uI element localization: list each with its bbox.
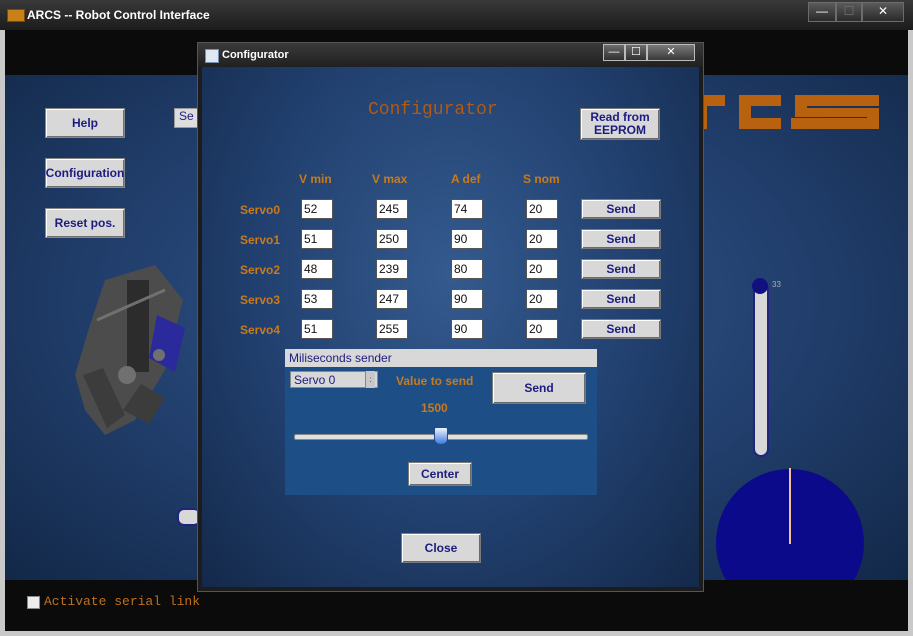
servo-row-label: Servo3 <box>240 293 281 307</box>
adef-field[interactable]: 80 <box>451 259 483 279</box>
vertical-slider[interactable] <box>753 281 769 457</box>
vmin-field[interactable]: 51 <box>301 229 333 249</box>
java-icon <box>205 49 219 63</box>
center-button[interactable]: Center <box>408 462 472 486</box>
send-button[interactable]: Send <box>581 199 661 219</box>
dialog-titlebar[interactable]: Configurator — ☐ ✕ <box>198 43 703 67</box>
serial-link-label: Activate serial link <box>44 594 201 609</box>
slider-tick-label: 33 <box>772 280 781 289</box>
robot-gripper-graphic <box>75 265 185 435</box>
vmax-field[interactable]: 247 <box>376 289 408 309</box>
servo-select[interactable]: Servo 0 <box>290 371 378 388</box>
configuration-button[interactable]: Configuration <box>45 158 125 188</box>
snom-field[interactable]: 20 <box>526 319 558 339</box>
ms-slider-thumb[interactable] <box>434 427 448 445</box>
snom-field[interactable]: 20 <box>526 229 558 249</box>
rotation-gauge[interactable] <box>715 468 865 580</box>
serial-link-checkbox[interactable] <box>27 596 40 609</box>
dialog-maximize-button[interactable]: ☐ <box>625 44 647 61</box>
adef-field[interactable]: 74 <box>451 199 483 219</box>
configurator-dialog: Configurator — ☐ ✕ Configurator Read fro… <box>197 42 704 592</box>
ms-send-button[interactable]: Send <box>492 372 586 404</box>
column-header-vmax: V max <box>372 172 408 186</box>
servo-row-label: Servo1 <box>240 233 281 247</box>
help-button[interactable]: Help <box>45 108 125 138</box>
vmax-field[interactable]: 245 <box>376 199 408 219</box>
main-titlebar[interactable]: ARCS -- Robot Control Interface — ☐ ✕ <box>0 0 913 30</box>
column-header-snom: S nom <box>523 172 560 186</box>
minimize-button[interactable]: — <box>808 2 836 22</box>
vmax-field[interactable]: 239 <box>376 259 408 279</box>
vmin-field[interactable]: 51 <box>301 319 333 339</box>
vmax-field[interactable]: 255 <box>376 319 408 339</box>
column-header-vmin: V min <box>299 172 332 186</box>
servo-row-label: Servo2 <box>240 263 281 277</box>
maximize-button[interactable]: ☐ <box>836 2 862 22</box>
arcs-logo <box>695 95 879 129</box>
snom-field[interactable]: 20 <box>526 199 558 219</box>
servo-row-label: Servo0 <box>240 203 281 217</box>
servo-row-label: Servo4 <box>240 323 281 337</box>
adef-field[interactable]: 90 <box>451 289 483 309</box>
app-icon <box>7 9 25 22</box>
ms-sender-panel: Servo 0 : Value to send 1500 Send Center <box>285 367 597 495</box>
vmin-field[interactable]: 52 <box>301 199 333 219</box>
snom-field[interactable]: 20 <box>526 259 558 279</box>
send-button[interactable]: Send <box>581 229 661 249</box>
main-window-title: ARCS -- Robot Control Interface <box>27 8 210 22</box>
reset-position-button[interactable]: Reset pos. <box>45 208 125 238</box>
close-button[interactable]: Close <box>401 533 481 563</box>
dialog-minimize-button[interactable]: — <box>603 44 625 61</box>
chevron-down-icon[interactable]: : <box>365 371 375 388</box>
adef-field[interactable]: 90 <box>451 229 483 249</box>
dialog-content: Configurator Read from EEPROM V min V ma… <box>202 67 699 587</box>
vertical-slider-thumb[interactable] <box>752 278 768 294</box>
dialog-close-button[interactable]: ✕ <box>647 44 695 61</box>
vmin-field[interactable]: 48 <box>301 259 333 279</box>
vmin-field[interactable]: 53 <box>301 289 333 309</box>
dialog-title: Configurator <box>222 49 289 61</box>
send-button[interactable]: Send <box>581 289 661 309</box>
read-eeprom-button[interactable]: Read from EEPROM <box>580 108 660 140</box>
snom-field[interactable]: 20 <box>526 289 558 309</box>
ms-sender-header: Miliseconds sender <box>285 349 597 367</box>
vmax-field[interactable]: 250 <box>376 229 408 249</box>
configurator-heading: Configurator <box>368 100 498 120</box>
adef-field[interactable]: 90 <box>451 319 483 339</box>
value-to-send-label: Value to send <box>396 374 474 388</box>
send-button[interactable]: Send <box>581 259 661 279</box>
ms-value-readout: 1500 <box>421 401 448 415</box>
close-window-button[interactable]: ✕ <box>862 2 904 22</box>
column-header-adef: A def <box>451 172 481 186</box>
send-button[interactable]: Send <box>581 319 661 339</box>
